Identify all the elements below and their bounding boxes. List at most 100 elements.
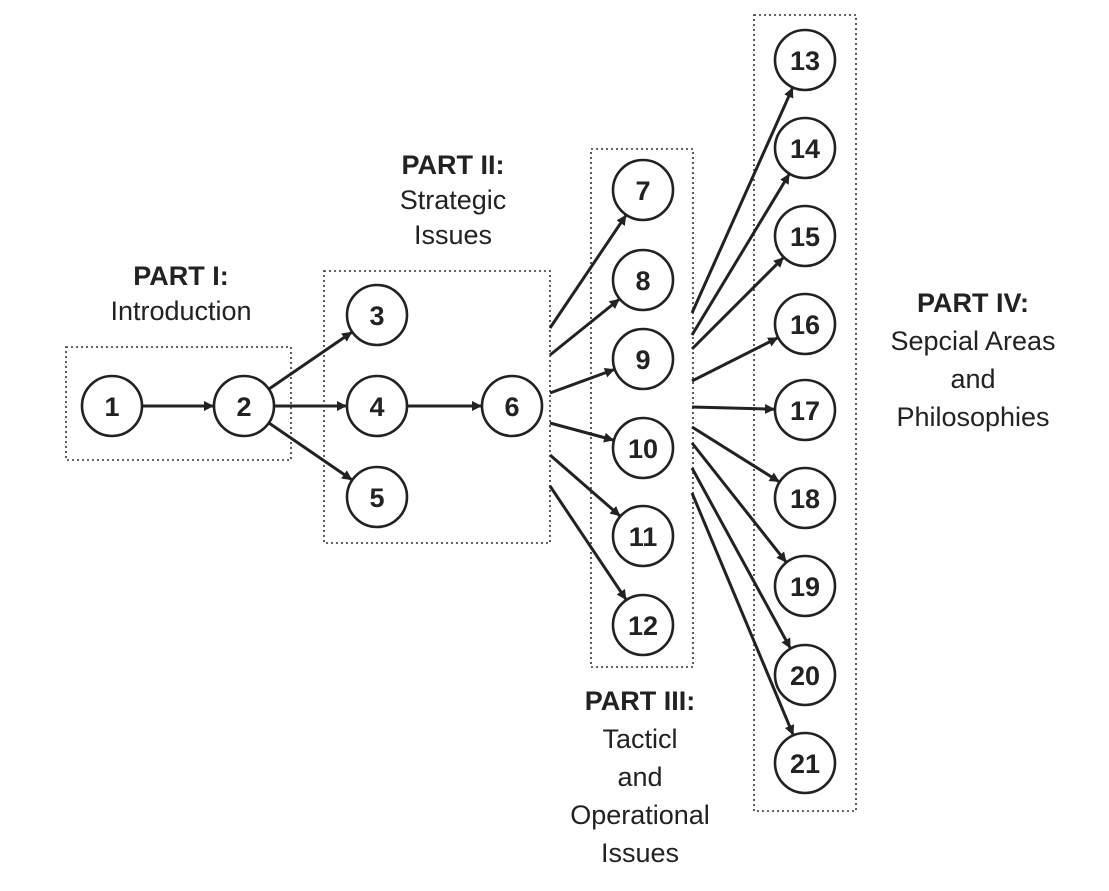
node-3-label: 3 bbox=[369, 301, 384, 331]
edge-part3-to-17 bbox=[691, 403, 775, 414]
node-9-label: 9 bbox=[635, 345, 650, 375]
node-5-circle bbox=[345, 465, 409, 529]
part4-group-box bbox=[753, 14, 857, 812]
edge-part3-to-16 bbox=[691, 336, 779, 383]
edge-2-to-3 bbox=[267, 331, 353, 391]
node-6: 6 bbox=[480, 374, 544, 438]
edge-2-to-5 bbox=[267, 421, 353, 481]
node-12-label: 12 bbox=[628, 611, 658, 641]
node-11-label: 11 bbox=[629, 522, 658, 552]
edge-part3-to-13 bbox=[690, 87, 794, 314]
node-16: 16 bbox=[773, 292, 837, 356]
part3-subtitle-line: Operational bbox=[570, 800, 710, 830]
node-17-circle bbox=[773, 378, 837, 442]
node-16-circle bbox=[773, 292, 837, 356]
node-10-label: 10 bbox=[628, 434, 658, 464]
part2-subtitle-line: Strategic bbox=[400, 185, 507, 215]
node-18-circle bbox=[773, 466, 837, 530]
node-17: 17 bbox=[773, 378, 837, 442]
node-8: 8 bbox=[611, 248, 675, 312]
node-7-circle bbox=[611, 158, 675, 222]
part3-group-box bbox=[590, 148, 694, 668]
node-10-circle bbox=[611, 416, 675, 480]
edge-part3-to-14 bbox=[690, 173, 791, 336]
node-13-circle bbox=[773, 28, 837, 92]
node-10: 10 bbox=[611, 416, 675, 480]
node-7: 7 bbox=[611, 158, 675, 222]
part4-subtitle-line: Sepcial Areas bbox=[890, 326, 1055, 356]
node-9-circle bbox=[611, 327, 675, 391]
edge-part3-to-15 bbox=[690, 256, 785, 351]
part1-subtitle-line: Introduction bbox=[110, 296, 251, 326]
node-11: 11 bbox=[611, 504, 675, 568]
part3-title: PART III: bbox=[585, 686, 696, 716]
node-6-label: 6 bbox=[504, 392, 519, 422]
node-15: 15 bbox=[773, 204, 837, 268]
part4-subtitle-line: Philosophies bbox=[896, 402, 1049, 432]
node-21-label: 21 bbox=[790, 749, 820, 779]
part2-title: PART II: bbox=[402, 150, 505, 180]
node-20-circle bbox=[773, 643, 837, 707]
node-20-label: 20 bbox=[790, 661, 820, 691]
edge-part2-to-9 bbox=[549, 367, 615, 395]
node-4-circle bbox=[345, 374, 409, 438]
part3-subtitle-line: Issues bbox=[601, 838, 679, 868]
node-15-label: 15 bbox=[790, 222, 820, 252]
node-11-circle bbox=[611, 504, 675, 568]
edge-part2-to-10 bbox=[549, 421, 615, 443]
node-13: 13 bbox=[773, 28, 837, 92]
part1-label: PART I: Introduction bbox=[110, 261, 251, 326]
node-2-circle bbox=[212, 374, 276, 438]
part4-title: PART IV: bbox=[917, 288, 1029, 318]
node-4-label: 4 bbox=[369, 392, 384, 422]
node-14: 14 bbox=[773, 116, 837, 180]
node-15-circle bbox=[773, 204, 837, 268]
node-19: 19 bbox=[773, 554, 837, 618]
node-1-label: 1 bbox=[104, 392, 119, 422]
node-5-label: 5 bbox=[369, 483, 384, 513]
node-14-circle bbox=[773, 116, 837, 180]
node-5: 5 bbox=[345, 465, 409, 529]
node-4: 4 bbox=[345, 374, 409, 438]
node-12: 12 bbox=[611, 593, 675, 657]
node-1-circle bbox=[80, 374, 144, 438]
node-3-circle bbox=[345, 283, 409, 347]
node-1: 1 bbox=[80, 374, 144, 438]
node-19-label: 19 bbox=[790, 572, 820, 602]
node-8-circle bbox=[611, 248, 675, 312]
part1-group-box bbox=[65, 346, 292, 461]
node-17-label: 17 bbox=[790, 396, 820, 426]
edge-part2-to-12 bbox=[548, 485, 628, 601]
edge-part3-to-21 bbox=[690, 492, 795, 736]
node-9: 9 bbox=[611, 327, 675, 391]
edge-part2-to-7 bbox=[548, 214, 627, 329]
node-14-label: 14 bbox=[790, 134, 820, 164]
node-13-label: 13 bbox=[790, 46, 820, 76]
part3-subtitle-line: Tacticl bbox=[602, 724, 677, 754]
node-19-circle bbox=[773, 554, 837, 618]
edge-part3-to-18 bbox=[691, 425, 780, 483]
node-6-circle bbox=[480, 374, 544, 438]
part1-title: PART I: bbox=[133, 261, 229, 291]
node-18: 18 bbox=[773, 466, 837, 530]
node-21-circle bbox=[773, 731, 837, 795]
node-20: 20 bbox=[773, 643, 837, 707]
node-21: 21 bbox=[773, 731, 837, 795]
node-16-label: 16 bbox=[790, 310, 820, 340]
part3-subtitle-line: and bbox=[617, 762, 662, 792]
node-12-circle bbox=[611, 593, 675, 657]
edge-part2-to-8 bbox=[549, 298, 620, 357]
part2-subtitle-line: Issues bbox=[414, 220, 492, 250]
part4-subtitle-line: and bbox=[950, 364, 995, 394]
node-2-label: 2 bbox=[236, 392, 251, 422]
node-7-label: 7 bbox=[635, 176, 650, 206]
node-2: 2 bbox=[212, 374, 276, 438]
edge-part3-to-20 bbox=[690, 467, 792, 649]
edge-part3-to-19 bbox=[690, 442, 787, 563]
node-18-label: 18 bbox=[790, 484, 820, 514]
node-8-label: 8 bbox=[635, 266, 650, 296]
